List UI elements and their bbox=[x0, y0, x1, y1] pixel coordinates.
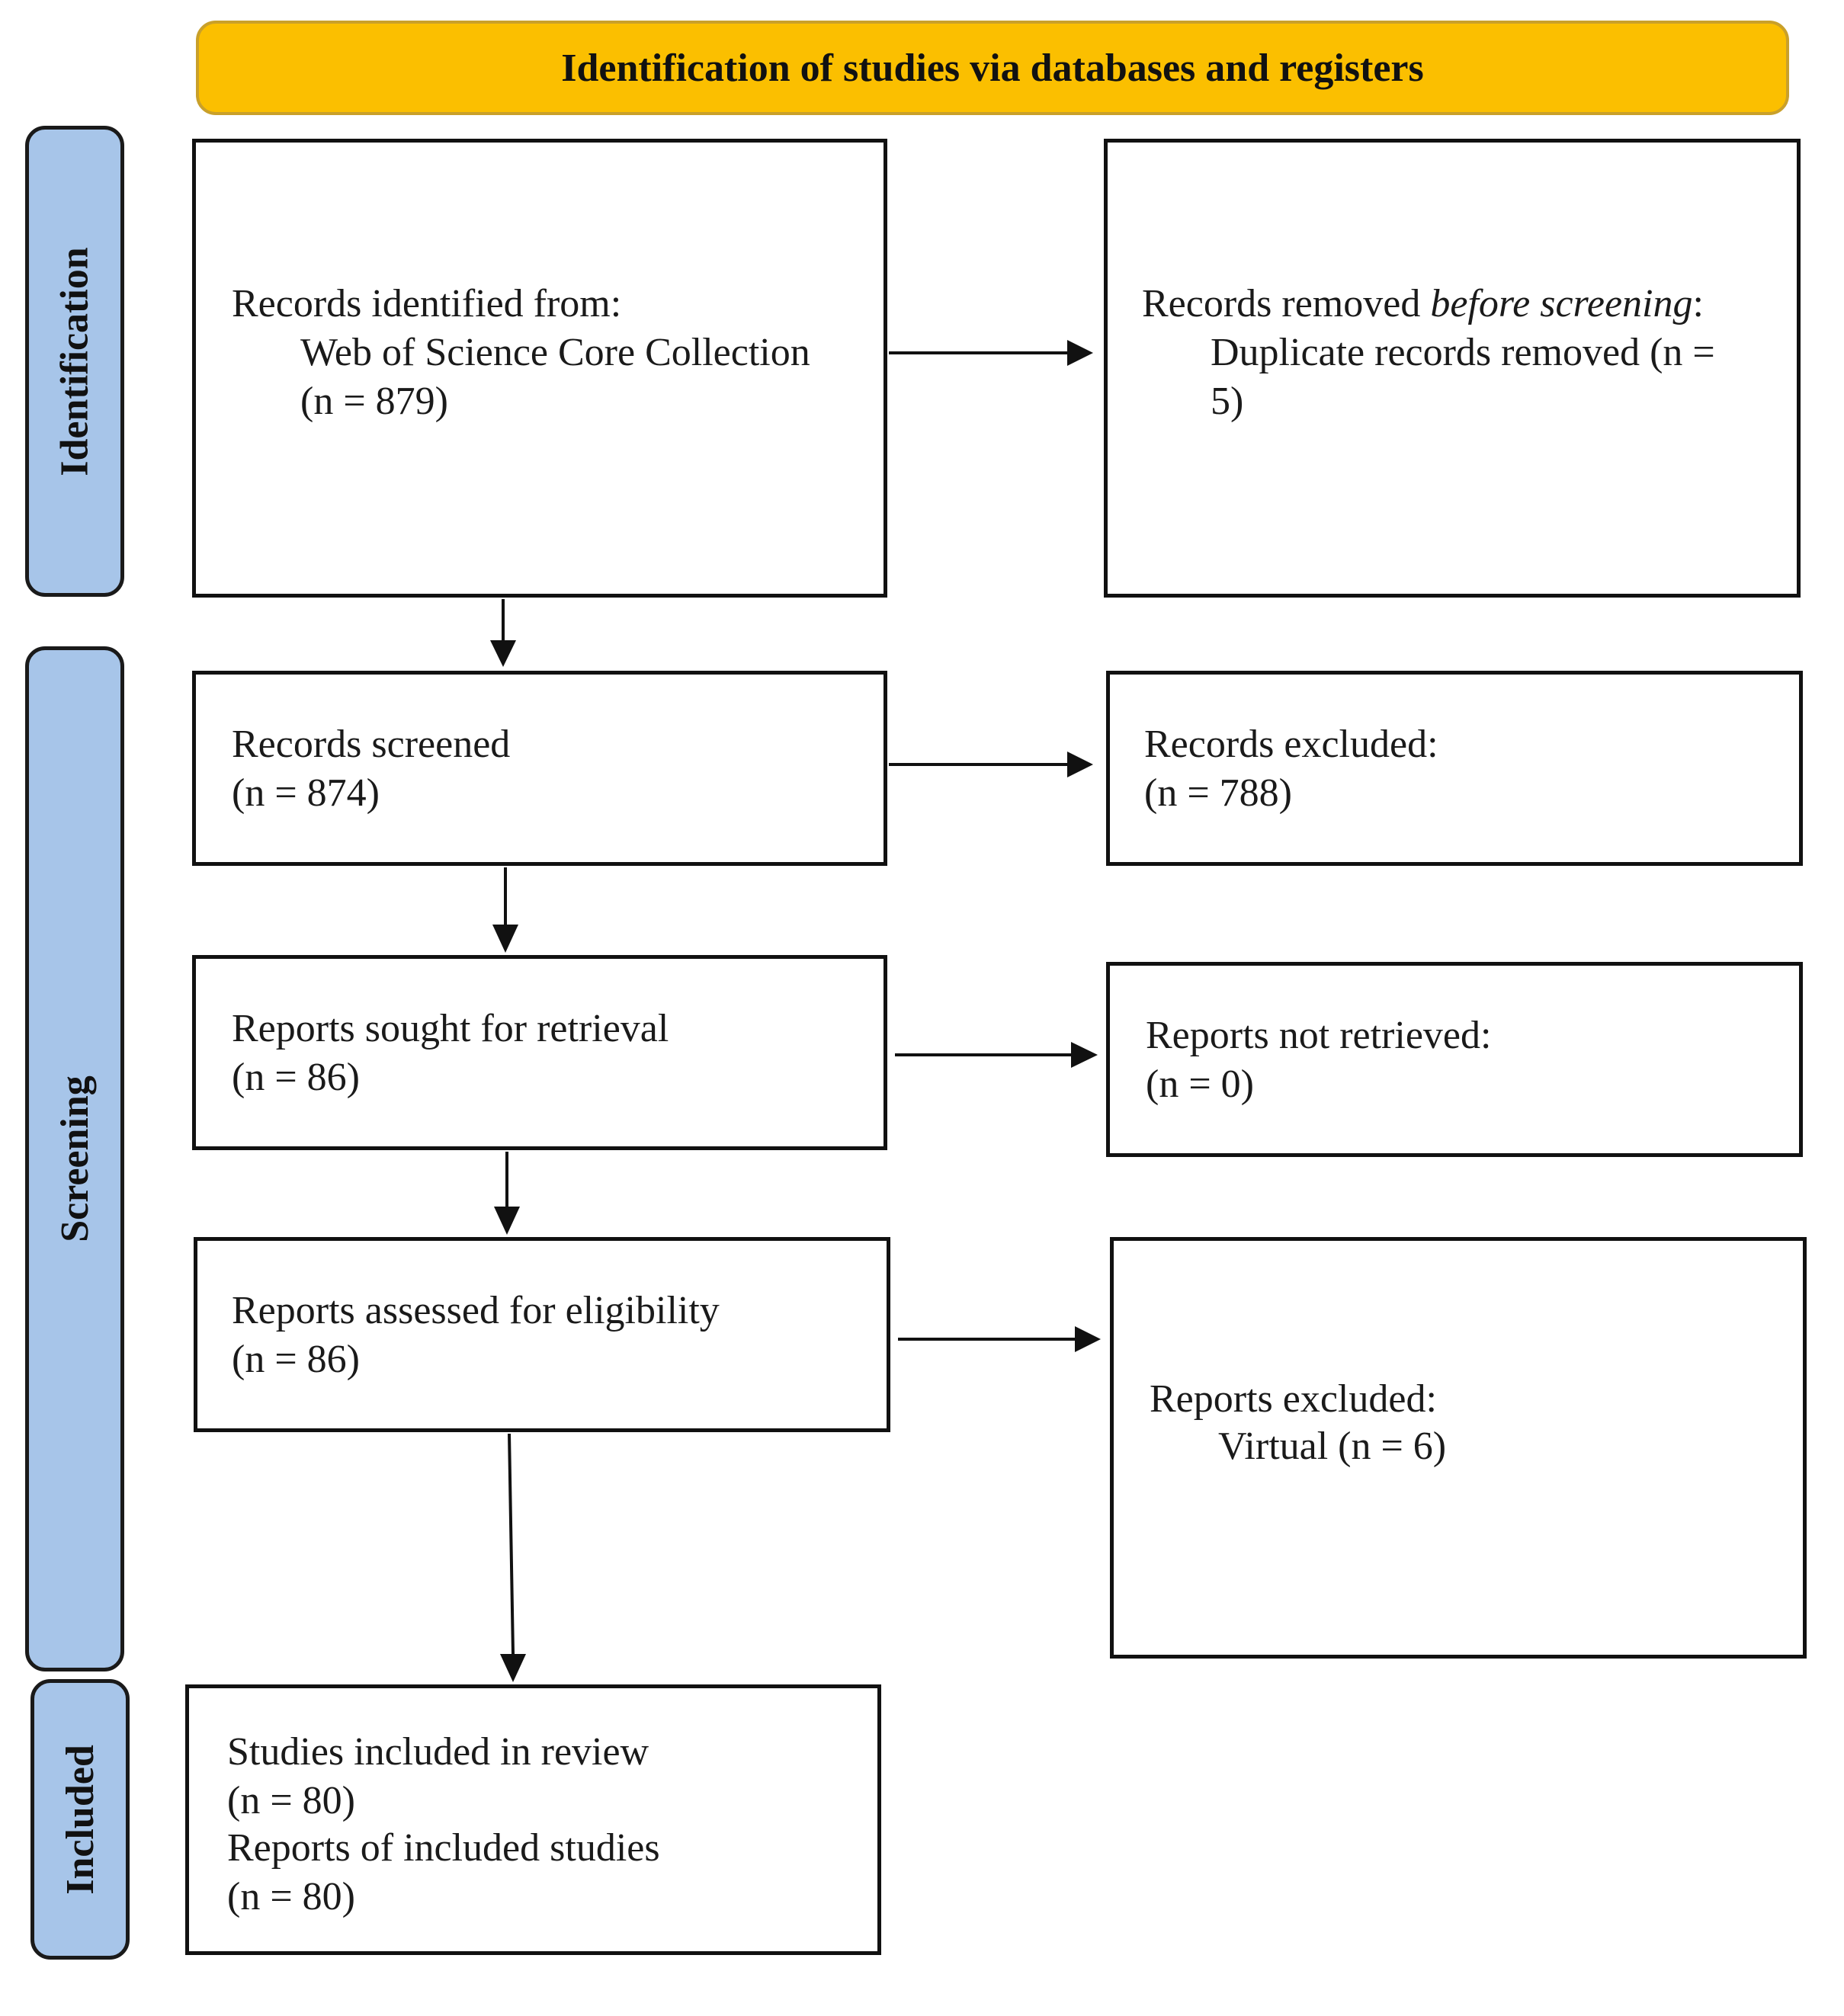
reports-excluded-label: Reports excluded: bbox=[1150, 1377, 1437, 1421]
records-screened-box: Records screened (n = 874) bbox=[192, 671, 887, 866]
records-identified-source: Web of Science Core Collection bbox=[300, 331, 810, 374]
reports-sought-box: Reports sought for retrieval (n = 86) bbox=[192, 955, 887, 1150]
studies-included-box: Studies included in review (n = 80) Repo… bbox=[185, 1684, 881, 1955]
studies-included-count: (n = 80) bbox=[227, 1779, 355, 1822]
records-excluded-box: Records excluded: (n = 788) bbox=[1106, 671, 1803, 866]
phase-included: Included bbox=[30, 1679, 130, 1960]
reports-assessed-box: Reports assessed for eligibility (n = 86… bbox=[194, 1237, 890, 1432]
arrow-assessed-to-included bbox=[508, 1433, 515, 1655]
reports-sought-label: Reports sought for retrieval bbox=[232, 1007, 669, 1050]
arrowhead-included bbox=[500, 1654, 526, 1682]
arrowhead-removed bbox=[1067, 340, 1093, 366]
studies-included-label: Studies included in review bbox=[227, 1730, 649, 1774]
records-identified-label: Records identified from: bbox=[232, 282, 622, 325]
records-removed-label: Records removed before screening: bbox=[1142, 282, 1704, 325]
reports-excluded-box: Reports excluded: Virtual (n = 6) bbox=[1110, 1237, 1807, 1659]
reports-assessed-label: Reports assessed for eligibility bbox=[232, 1289, 720, 1332]
header-banner: Identification of studies via databases … bbox=[196, 21, 1789, 115]
arrowhead-sought bbox=[492, 925, 518, 953]
records-screened-count: (n = 874) bbox=[232, 771, 380, 815]
records-identified-box: Records identified from: Web of Science … bbox=[192, 139, 887, 598]
records-removed-line1: Duplicate records removed (n = bbox=[1211, 331, 1715, 374]
reports-of-included-count: (n = 80) bbox=[227, 1875, 355, 1918]
phase-screening: Screening bbox=[25, 646, 124, 1671]
arrowhead-not-retrieved bbox=[1071, 1042, 1098, 1068]
phase-identification: Identification bbox=[25, 126, 124, 597]
records-removed-line2: 5) bbox=[1211, 380, 1244, 423]
reports-not-retrieved-count: (n = 0) bbox=[1146, 1062, 1254, 1106]
reports-not-retrieved-box: Reports not retrieved: (n = 0) bbox=[1106, 962, 1803, 1157]
reports-of-included-label: Reports of included studies bbox=[227, 1826, 660, 1870]
arrowhead-screened bbox=[490, 640, 516, 667]
arrowhead-reports-excluded bbox=[1075, 1326, 1101, 1352]
reports-assessed-count: (n = 86) bbox=[232, 1338, 360, 1381]
records-removed-box: Records removed before screening: Duplic… bbox=[1104, 139, 1801, 598]
reports-not-retrieved-label: Reports not retrieved: bbox=[1146, 1014, 1492, 1057]
records-excluded-label: Records excluded: bbox=[1144, 723, 1438, 766]
arrowhead-records-excluded bbox=[1067, 752, 1093, 777]
reports-excluded-reason: Virtual (n = 6) bbox=[1218, 1425, 1447, 1468]
records-identified-count: (n = 879) bbox=[300, 380, 448, 423]
arrowhead-assessed bbox=[494, 1207, 520, 1235]
reports-sought-count: (n = 86) bbox=[232, 1056, 360, 1099]
records-screened-label: Records screened bbox=[232, 723, 511, 766]
records-excluded-count: (n = 788) bbox=[1144, 771, 1292, 815]
header-title: Identification of studies via databases … bbox=[561, 46, 1424, 90]
